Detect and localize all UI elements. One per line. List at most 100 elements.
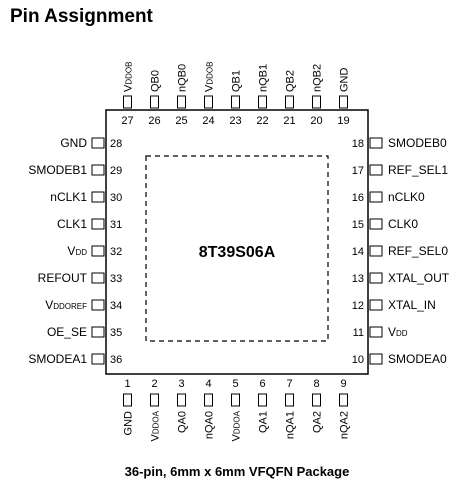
pin-number: 5 — [232, 378, 238, 390]
pin-number: 1 — [124, 378, 130, 390]
pin-number: 31 — [110, 219, 122, 231]
pin-pad — [150, 95, 159, 109]
pin-name: nQA2 — [339, 411, 351, 439]
pin-22: 22 nQB1 — [256, 64, 269, 127]
pin-pad — [369, 191, 383, 203]
pin-number: 34 — [110, 300, 122, 312]
pin-29: 29 SMODEB1 — [28, 163, 122, 177]
pin-number: 29 — [110, 165, 122, 177]
pin-number: 27 — [121, 115, 133, 127]
package-body — [105, 109, 369, 375]
pin-name: SMODEB1 — [28, 163, 87, 177]
pin-name: CLK0 — [388, 217, 418, 231]
pin-number: 9 — [340, 378, 346, 390]
pin-number: 12 — [352, 300, 364, 312]
pin-name: GND — [60, 136, 87, 150]
pin-number: 21 — [283, 115, 295, 127]
pin-28: 28 GND — [60, 136, 122, 150]
page-title: Pin Assignment — [10, 6, 153, 27]
pin-pad — [177, 95, 186, 109]
pin-pad — [91, 326, 105, 338]
pin-number: 2 — [151, 378, 157, 390]
pin-name: CLK1 — [57, 217, 87, 231]
pin-number: 23 — [229, 115, 241, 127]
pin-pad — [369, 326, 383, 338]
pin-number: 33 — [110, 273, 122, 285]
pin-name: REFOUT — [38, 271, 88, 285]
pin-pad — [91, 353, 105, 365]
pin-pad — [177, 393, 186, 407]
pin-name: nQB2 — [312, 64, 324, 92]
pin-pad — [369, 245, 383, 257]
pin-name: REF_SEL1 — [388, 163, 448, 177]
pin-number: 16 — [352, 192, 364, 204]
pin-30: 30 nCLK1 — [50, 190, 122, 204]
pin-pad — [285, 95, 294, 109]
pin-pad — [91, 218, 105, 230]
pin-pad — [369, 353, 383, 365]
pin-name: nCLK0 — [388, 190, 425, 204]
pin-name: GND — [339, 68, 351, 93]
pin-number: 22 — [256, 115, 268, 127]
pin-number: 26 — [148, 115, 160, 127]
pin-name: VDDOB — [204, 62, 216, 92]
pin-name: QB2 — [285, 70, 297, 92]
pin-name: SMODEA0 — [388, 352, 447, 366]
pin-number: 28 — [110, 138, 122, 150]
pin-name: nQA0 — [204, 411, 216, 439]
pin-pad — [339, 95, 348, 109]
pin-pad — [123, 95, 132, 109]
pin-pad — [231, 393, 240, 407]
pin-pad — [91, 191, 105, 203]
pin-pad — [231, 95, 240, 109]
exposed-pad-outline — [145, 155, 329, 342]
pin-pad — [150, 393, 159, 407]
pins-layer: 1GND2VDDOA3QA04nQA05VDDOA6QA17nQA18QA29n… — [28, 62, 449, 442]
pin-12: 12 XTAL_IN — [352, 298, 436, 312]
pin-pad — [91, 272, 105, 284]
pin-number: 8 — [313, 378, 319, 390]
pin-name: VDDOB — [123, 62, 135, 92]
pin-number: 15 — [352, 219, 364, 231]
package-caption: 36-pin, 6mm x 6mm VFQFN Package — [124, 464, 350, 479]
pin-name: VDDOREF — [45, 298, 87, 312]
pin-24: 24 VDDOB — [202, 62, 215, 127]
pin-number: 30 — [110, 192, 122, 204]
pin-15: 15 CLK0 — [352, 217, 419, 231]
pin-number: 36 — [110, 354, 122, 366]
pin-9: 9 nQA2 — [339, 378, 351, 439]
chip-label: 8T39S06A — [199, 244, 276, 261]
pin-name: nCLK1 — [50, 190, 87, 204]
pin-number: 24 — [202, 115, 214, 127]
pin-number: 3 — [178, 378, 184, 390]
pin-name: XTAL_OUT — [388, 271, 450, 285]
pin-pad — [123, 393, 132, 407]
pin-name: nQB0 — [177, 64, 189, 92]
pin-number: 14 — [352, 246, 364, 258]
pin-number: 35 — [110, 327, 122, 339]
pin-pad — [258, 95, 267, 109]
pin-pad — [312, 95, 321, 109]
pin-name: XTAL_IN — [388, 298, 436, 312]
pin-name: nQB1 — [258, 64, 270, 92]
pin-31: 31 CLK1 — [57, 217, 122, 231]
pin-33: 33 REFOUT — [38, 271, 123, 285]
pin-pad — [91, 245, 105, 257]
pin-name: VDDOA — [231, 410, 243, 441]
pin-number: 11 — [353, 327, 364, 339]
